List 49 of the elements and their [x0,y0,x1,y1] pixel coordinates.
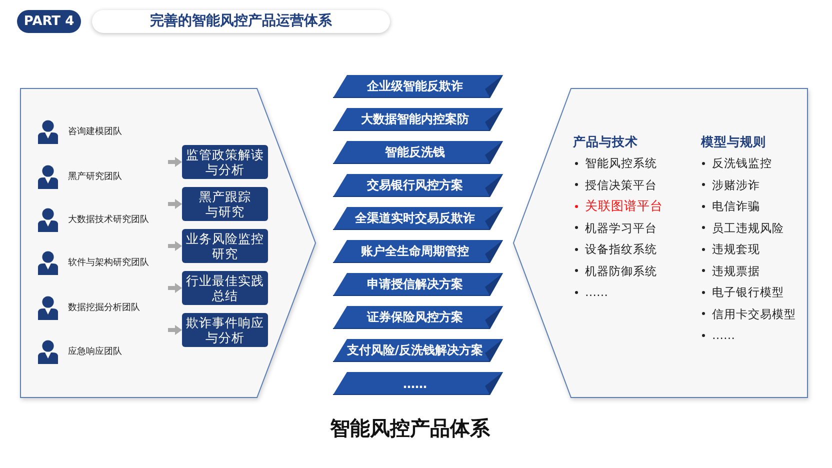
arrow [168,241,182,251]
list-item: 涉赌涉诈 [712,176,760,192]
list-item: 信用卡交易模型 [712,306,796,322]
list-item: 关联图谱平台 [585,198,663,214]
list-item: 机器防御系统 [585,262,657,278]
parallelogram-band: 账户全生命周期管控 [333,240,503,263]
parallelogram-band: 企业级智能反欺诈 [333,75,503,98]
parallelogram-band: 交易银行风控方案 [333,174,503,197]
list-item: 设备指纹系统 [585,241,657,257]
process-box: 行业最佳实践总结 [182,271,268,305]
list-item: 反洗钱监控 [712,155,772,171]
parallelogram-band: 智能反洗钱 [333,141,503,164]
team-name: 应急响应团队 [68,346,122,359]
parallelogram-band: …… [333,372,503,395]
process-box: 监管政策解读与分析 [182,145,268,179]
process-box: 欺诈事件响应与分析 [182,313,268,347]
list-item: …… [712,327,735,343]
team-name: 大数据技术研究团队 [68,214,149,227]
list-item: 智能风控系统 [585,155,657,171]
column-heading: 产品与技术 [573,133,638,151]
team-name: 软件与架构研究团队 [68,256,149,270]
arrow [168,157,182,167]
team-name: 咨询建模团队 [68,126,122,139]
arrow [168,325,182,335]
list-item: 违规套现 [712,241,760,257]
arrow [168,283,182,293]
arrow [168,199,182,209]
list-item: 机器学习平台 [585,220,657,236]
list-item: 员工违规风险 [712,220,784,236]
arrow-panel [513,88,808,398]
parallelogram-band: 证券保险风控方案 [333,306,503,329]
caption: 智能风控产品体系 [328,415,491,442]
section-tag: PART 4 [17,10,81,33]
list-item: …… [585,284,608,300]
parallelogram-band: 大数据智能内控案防 [333,108,503,131]
chevron-panel [20,88,316,398]
parallelogram-band: 全渠道实时交易反欺诈 [333,207,503,230]
list-item: 电信诈骗 [712,198,760,214]
column-heading: 模型与规则 [701,133,766,151]
parallelogram-band: 支付风险/反洗钱解决方案 [333,339,503,362]
title: 完善的智能风控产品运营体系 [92,10,390,33]
team-name: 数据挖掘分析团队 [68,302,140,315]
process-box: 业务风险监控研究 [182,229,268,263]
list-item: 违规票据 [712,262,760,278]
parallelogram-band: 申请授信解决方案 [333,273,503,296]
team-name: 黑产研究团队 [68,170,122,184]
list-item: 电子银行模型 [712,284,784,300]
list-item: 授信决策平台 [585,176,657,192]
process-box: 黑产跟踪与研究 [182,187,268,221]
